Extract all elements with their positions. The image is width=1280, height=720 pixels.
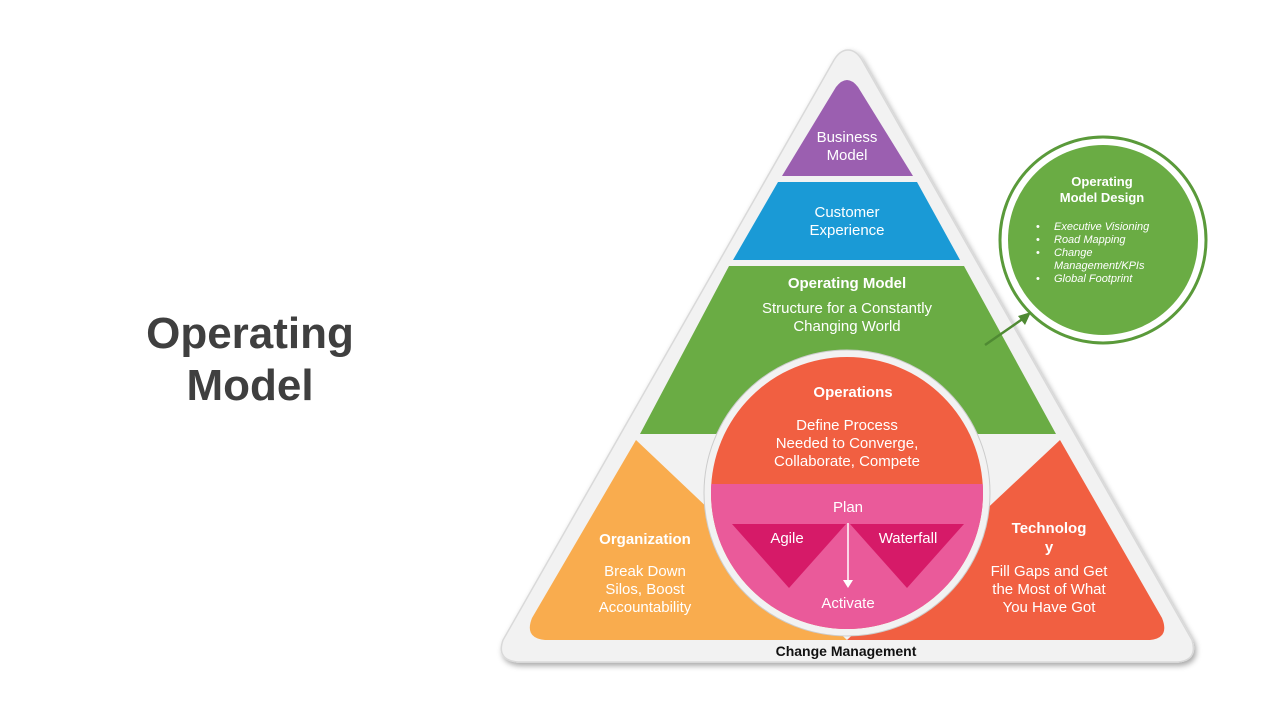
design-list-item: Global Footprint (1036, 273, 1186, 286)
slide-title-line-1: Operating (146, 309, 354, 358)
business-model-label-2: Model (827, 147, 868, 164)
design-circle-title-line-1: Operating (1071, 174, 1133, 189)
design-connector-arrowhead (1018, 312, 1031, 325)
customer-experience-label-1: Customer (814, 204, 879, 221)
design-list-item: Road Mapping (1036, 234, 1186, 247)
organization-line-2: Silos, Boost (605, 581, 685, 598)
waterfall-triangle[interactable] (850, 524, 964, 588)
operations-line-2: Needed to Converge, (776, 435, 919, 452)
business-model-layer[interactable] (782, 80, 913, 176)
design-circle-title: Operating Model Design (1030, 174, 1174, 206)
plan-to-activate-arrowhead (843, 580, 853, 588)
customer-experience-label-2: Experience (809, 222, 884, 239)
organization-line-3: Accountability (599, 599, 692, 616)
customer-experience-layer[interactable] (733, 182, 960, 260)
plan-label: Plan (833, 499, 863, 516)
activate-label: Activate (821, 595, 874, 612)
technology-heading-1: Technolog (1012, 520, 1087, 537)
change-management-label: Change Management (776, 643, 917, 659)
waterfall-label: Waterfall (879, 530, 938, 547)
technology-line-3: You Have Got (1003, 599, 1097, 616)
design-connector-line (984, 316, 1025, 347)
technology-heading-2: y (1045, 539, 1054, 556)
design-list-item: Executive Visioning (1036, 221, 1186, 234)
operating-model-line-1: Structure for a Constantly (762, 300, 933, 317)
technology-line-2: the Most of What (992, 581, 1106, 598)
organization-heading: Organization (599, 531, 691, 548)
agile-triangle[interactable] (732, 524, 846, 588)
slide-title-line-2: Model (186, 361, 314, 410)
business-model-label-1: Business (817, 129, 878, 146)
design-list-item: Change Management/KPIs (1036, 247, 1186, 273)
organization-line-1: Break Down (604, 563, 686, 580)
operating-model-heading: Operating Model (788, 275, 906, 292)
slide-title: Operating Model (100, 308, 400, 412)
design-circle-title-line-2: Model Design (1059, 190, 1145, 205)
operations-heading: Operations (813, 384, 892, 401)
technology-line-1: Fill Gaps and Get (991, 563, 1109, 580)
operations-line-1: Define Process (796, 417, 898, 434)
operating-model-line-2: Changing World (793, 318, 900, 335)
agile-label: Agile (770, 530, 803, 547)
design-circle-list: Executive Visioning Road Mapping Change … (1036, 221, 1186, 286)
operations-line-3: Collaborate, Compete (774, 453, 920, 470)
